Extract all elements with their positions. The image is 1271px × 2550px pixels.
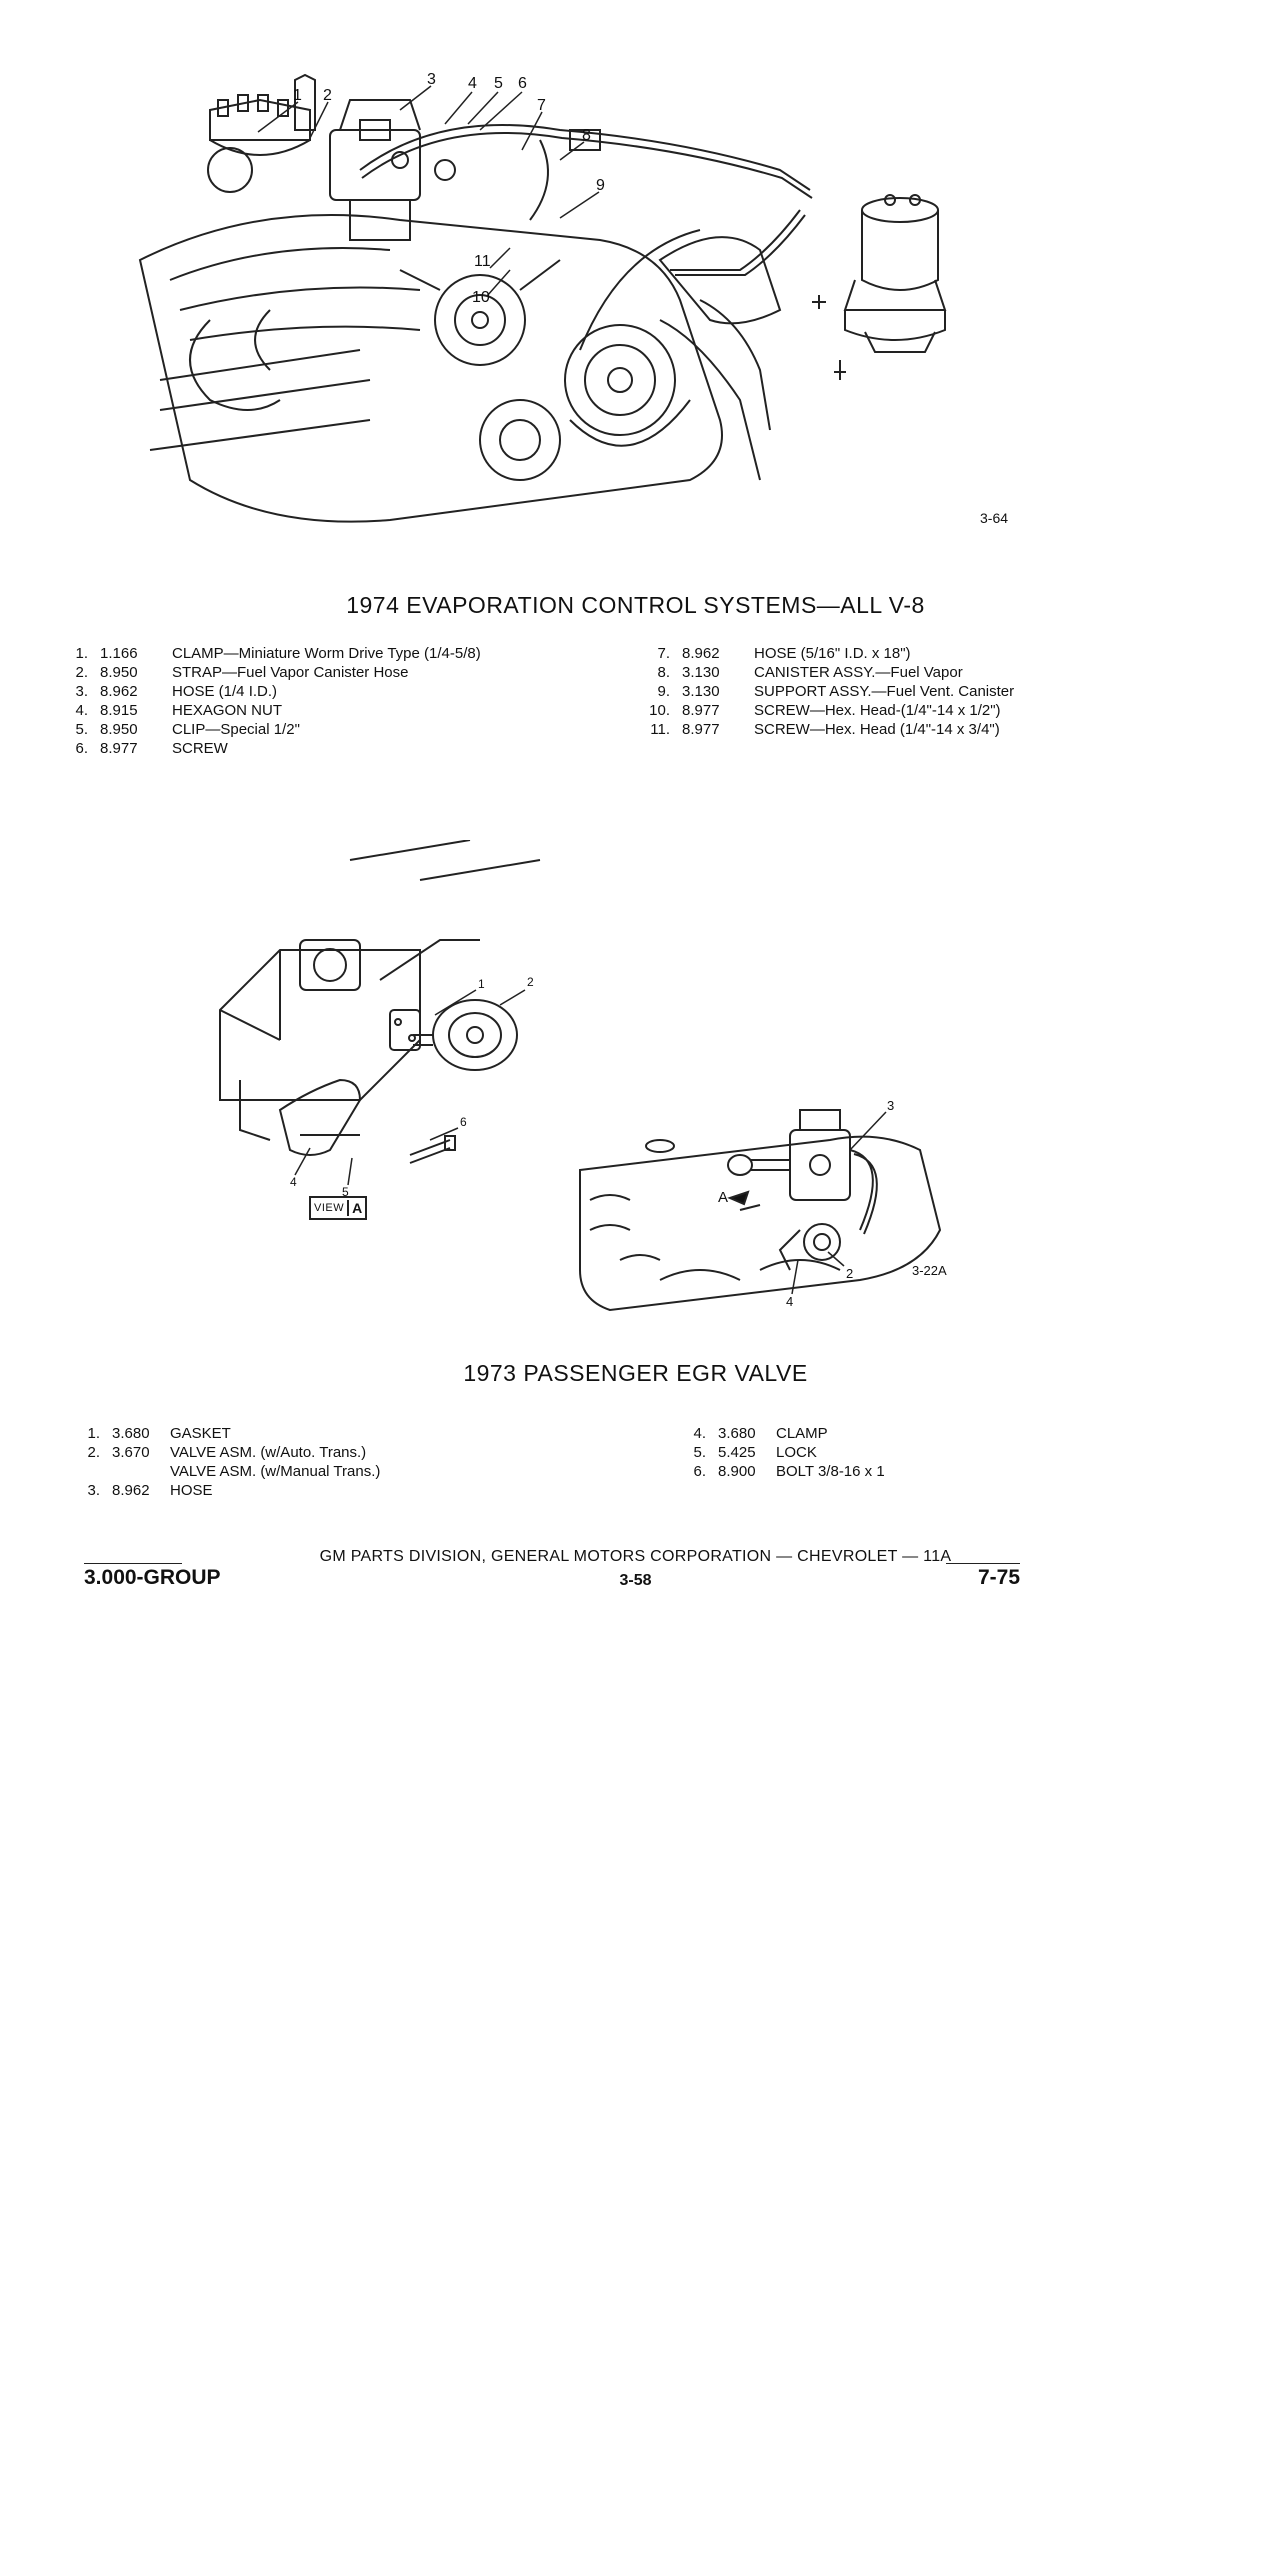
figure2-title: 1973 PASSENGER EGR VALVE [463,1360,808,1386]
egr-valve-manifold-illustration: 3 2 4 A [579,1098,942,1312]
callout-4: 4 [468,75,477,92]
callout-11: 11 [474,253,491,270]
carburetor-drawing [329,99,421,241]
engine-block-drawing [138,214,782,523]
view-letter: A [347,1200,365,1216]
parts-row: VALVE ASM. (w/Manual Trans.) [170,1463,381,1480]
callout-2: 2 [846,1266,853,1281]
figure1-leader-lines [257,85,600,297]
callout-5: 5 [494,75,503,92]
figure1-callouts: 1 2 3 4 5 6 7 8 9 10 11 [293,71,605,306]
callout-5: 5 [342,1185,349,1199]
callout-3: 3 [887,1098,894,1113]
callout-8: 8 [582,127,591,144]
figure1-code: 3-64 [980,510,1009,526]
callout-4: 4 [290,1175,297,1189]
footer-page-number: 3-58 [619,1572,652,1589]
vapor-hose-drawing [359,124,813,276]
callout-10: 10 [472,289,490,306]
callout-4: 4 [786,1294,793,1309]
callout-2: 2 [527,975,534,989]
figure2-viewa-callouts: 1 2 4 5 6 [290,975,534,1199]
footer-date: 7-75 [977,1566,1020,1589]
arrow-a-label: A [718,1189,728,1206]
figure1-title: 1974 EVAPORATION CONTROL SYSTEMS—ALL V-8 [346,592,925,618]
footer-division: GM PARTS DIVISION, GENERAL MOTORS CORPOR… [319,1548,952,1565]
figure2-manifold-callouts: 3 2 4 A [718,1098,894,1309]
footer-rule-right [946,1563,1020,1564]
view-label: VIEW [314,1202,345,1214]
callout-1: 1 [478,977,485,991]
callout-3: 3 [427,71,436,88]
egr-valve-view-a-illustration: 1 2 4 5 6 [219,840,541,1199]
distributor-drawing [207,73,316,193]
callout-9: 9 [596,177,605,194]
callout-6: 6 [460,1115,467,1129]
footer-rule-left [84,1563,182,1564]
figure2-code: 3-22A [912,1263,947,1278]
callout-6: 6 [518,75,527,92]
canister-drawing [812,194,947,380]
evaporation-control-illustration: 1 2 3 4 5 6 7 8 9 10 11 [138,71,947,523]
callout-7: 7 [537,97,546,114]
footer-group: 3.000-GROUP [84,1566,221,1589]
view-a-tag: VIEW A [309,1196,368,1220]
callout-2: 2 [323,87,332,104]
callout-1: 1 [293,87,302,104]
